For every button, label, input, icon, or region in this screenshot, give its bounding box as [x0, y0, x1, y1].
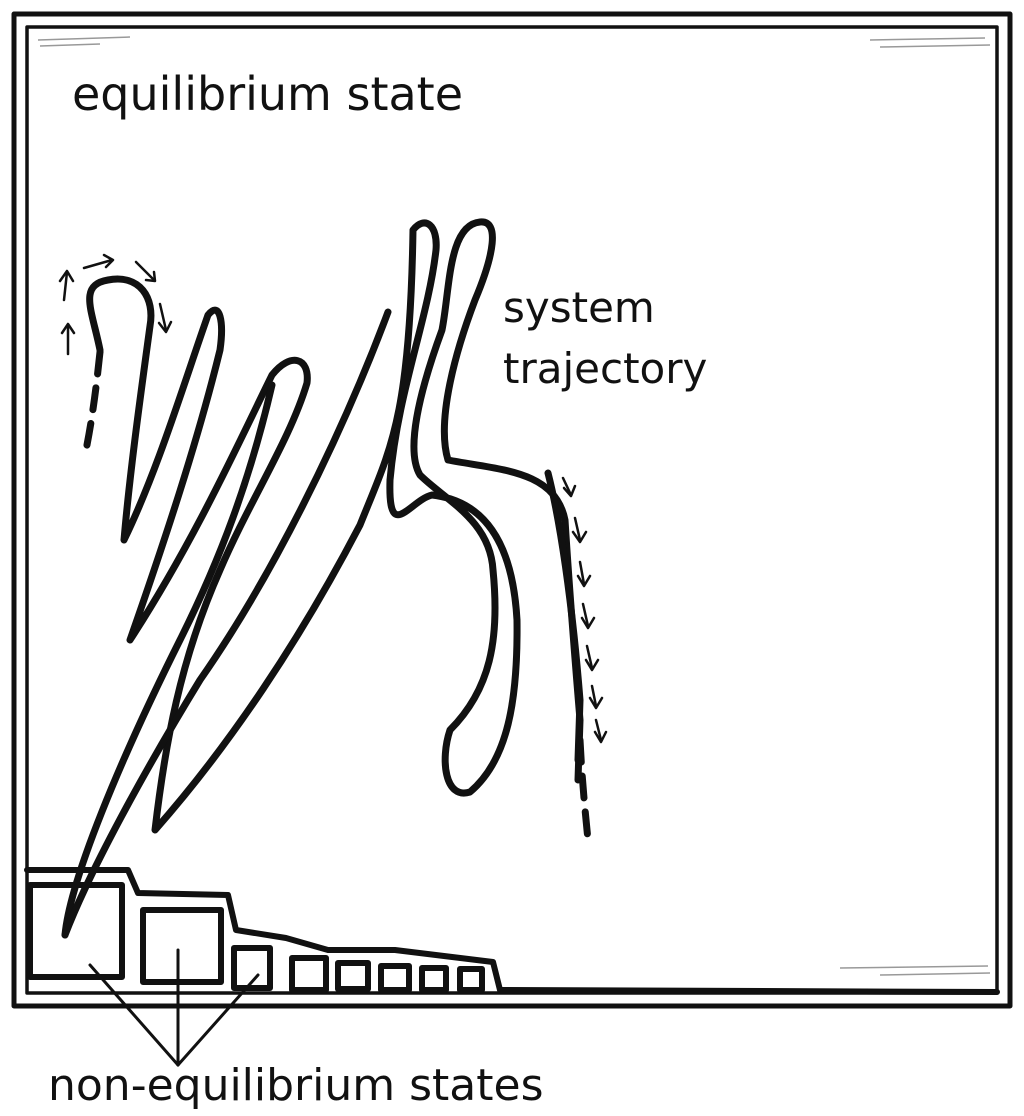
trajectory-dashed-end: [576, 736, 592, 844]
cell-4: [289, 955, 329, 993]
cell-7: [419, 965, 449, 993]
trajectory-inner-loop-mid: [61, 308, 392, 939]
system-trajectory: [86, 218, 584, 834]
trajectory-dashed-start: [82, 348, 104, 454]
trajectory-tail-right: [544, 469, 584, 764]
system-trajectory-label-line2: trajectory: [503, 344, 707, 393]
cell-2: [140, 907, 224, 985]
non-equilibrium-pointers: [88, 948, 260, 1067]
cell-1: [27, 882, 125, 980]
non-equilibrium-outline: [24, 867, 1000, 995]
equilibrium-state-label: equilibrium state: [72, 67, 463, 121]
flow-arrows-start: [58, 253, 173, 356]
flow-arrows-end: [561, 476, 608, 744]
non-equilibrium-states-label: non-equilibrium states: [48, 1060, 544, 1111]
cell-6: [378, 963, 412, 993]
system-trajectory-label-line1: system: [503, 283, 655, 332]
cell-3: [231, 945, 273, 991]
non-equilibrium-cells: [24, 867, 1000, 995]
trajectory-inner-loop-left: [61, 381, 276, 939]
cell-8: [457, 966, 485, 993]
cell-5: [335, 960, 371, 992]
phase-space-frame: [11, 11, 1013, 1009]
